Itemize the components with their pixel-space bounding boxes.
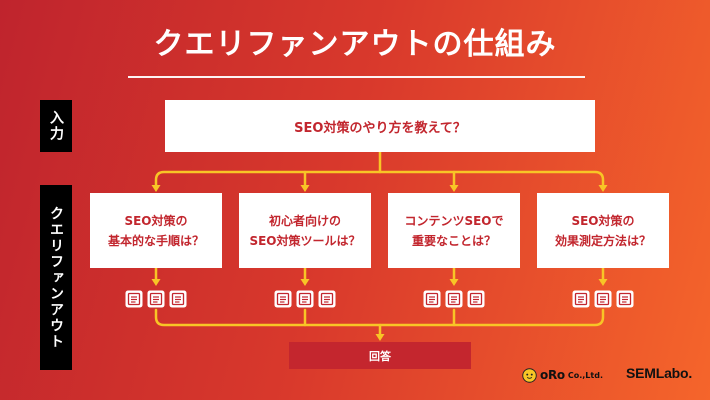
arrow-down-icon (300, 185, 310, 192)
document-group (572, 290, 634, 308)
sub-query-box: SEO対策の 基本的な手順は？ (90, 193, 222, 268)
sub-query-box: 初心者向けの SEO対策ツールは？ (239, 193, 371, 268)
document-icon (467, 290, 485, 308)
document-icon (147, 290, 165, 308)
sub-query-line: コンテンツSEOで (404, 213, 504, 228)
document-icon (423, 290, 441, 308)
answer-text: 回答 (369, 349, 391, 363)
input-label-text: 入力 (48, 110, 64, 142)
document-group (274, 290, 336, 308)
document-icon (169, 290, 187, 308)
document-icon (318, 290, 336, 308)
sub-query-line: 基本的な手順は？ (107, 233, 204, 248)
semlabo-logo: SEMLabo. (626, 365, 693, 381)
arrow-down-icon (151, 279, 161, 286)
title-underline (128, 76, 585, 78)
oro-logo-name: oRo (540, 368, 565, 382)
page-title: クエリファンアウトの仕組み (153, 27, 557, 62)
query-fanout-label: クエリファンアウト (40, 185, 72, 370)
input-query-box: SEO対策のやり方を教えて？ (165, 100, 595, 152)
input-label: 入力 (40, 100, 72, 152)
sub-query-line: SEO対策ツールは？ (249, 233, 361, 248)
arrow-down-icon (300, 279, 310, 286)
arrow-down-icon (375, 334, 385, 341)
document-group (423, 290, 485, 308)
document-icon (594, 290, 612, 308)
arrow-down-icon (449, 279, 459, 286)
document-icon (274, 290, 292, 308)
sub-query-line: SEO対策の (571, 213, 635, 228)
sub-query-box: コンテンツSEOで 重要なことは？ (388, 193, 520, 268)
oro-logo-suffix: Co.,Ltd. (567, 370, 603, 380)
document-icon (445, 290, 463, 308)
connector-line (154, 170, 605, 188)
sub-query-line: 効果測定方法は？ (554, 233, 651, 248)
mascot-icon (522, 367, 537, 383)
document-group (125, 290, 187, 308)
sub-query-line: 初心者向けの (268, 213, 341, 228)
arrow-down-icon (151, 185, 161, 192)
sub-query-line: 重要なことは？ (411, 233, 496, 248)
document-icon (572, 290, 590, 308)
connector-line (154, 308, 605, 327)
sub-query-box: SEO対策の 効果測定方法は？ (537, 193, 669, 268)
input-query-text: SEO対策のやり方を教えて？ (294, 120, 466, 136)
oro-logo: oRo Co.,Ltd. (522, 366, 603, 384)
arrow-down-icon (598, 279, 608, 286)
sub-query-line: SEO対策の (124, 213, 188, 228)
document-icon (296, 290, 314, 308)
arrow-down-icon (598, 185, 608, 192)
document-icon (125, 290, 143, 308)
answer-box: 回答 (289, 342, 471, 369)
arrow-down-icon (449, 185, 459, 192)
document-icon (616, 290, 634, 308)
query-fanout-label-text: クエリファンアウト (48, 205, 64, 350)
